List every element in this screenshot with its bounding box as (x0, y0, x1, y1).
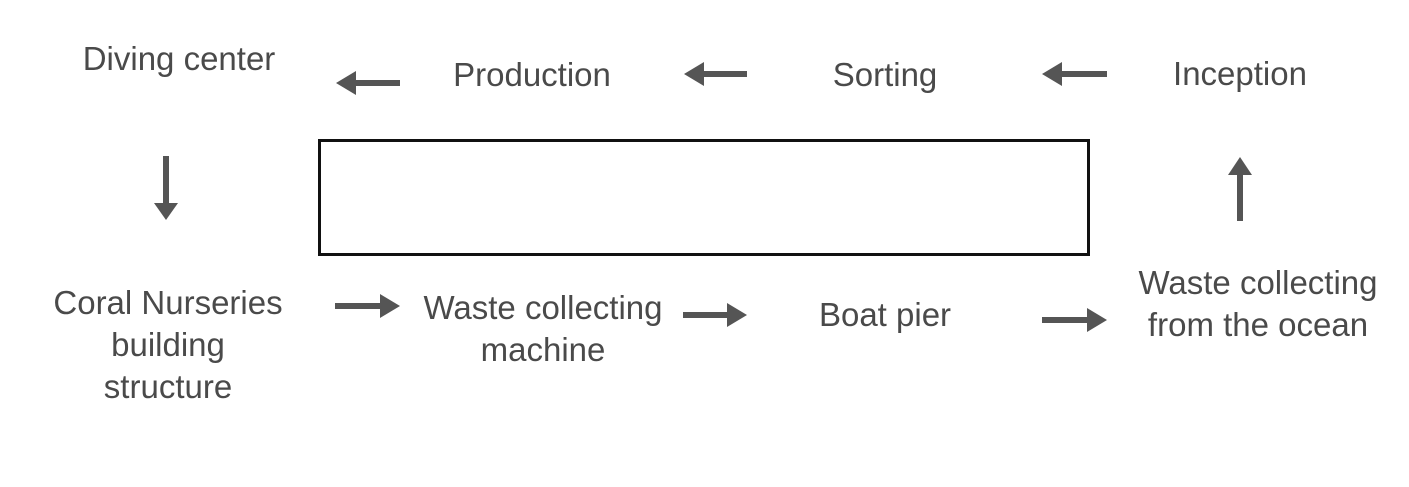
node-diving-center: Diving center (83, 38, 276, 80)
arrow-left-icon (336, 71, 400, 95)
node-label-line: building (111, 326, 225, 363)
arrow-up-icon (1228, 157, 1252, 221)
node-label-line: Diving center (82, 40, 276, 77)
node-label-line: Production (453, 56, 611, 93)
node-label-line: Waste collecting (423, 289, 663, 326)
node-label-line: Sorting (832, 56, 938, 93)
node-waste-collecting-ocean: Waste collecting from the ocean (1138, 262, 1377, 346)
node-boat-pier: Boat pier (819, 294, 951, 336)
arrow-right-icon (683, 303, 747, 327)
arrow-right-icon (335, 294, 400, 318)
node-label-line: structure (103, 368, 233, 405)
node-sorting: Sorting (833, 54, 938, 96)
arrow-down-icon (154, 156, 178, 220)
node-waste-collecting-machine: Waste collecting machine (423, 287, 662, 371)
node-production: Production (453, 54, 611, 96)
arrow-left-icon (684, 62, 747, 86)
node-label-line: from the ocean (1147, 306, 1369, 343)
node-label-line: Coral Nurseries (53, 284, 283, 321)
arrow-left-icon (1042, 62, 1107, 86)
center-box (318, 139, 1090, 256)
node-label-line: machine (480, 331, 606, 368)
node-label-line: Boat pier (818, 296, 952, 333)
node-label-line: Inception (1173, 55, 1307, 92)
node-coral-nurseries: Coral Nurseries building structure (53, 282, 282, 408)
arrow-right-icon (1042, 308, 1107, 332)
node-inception: Inception (1173, 53, 1307, 95)
node-label-line: Waste collecting (1138, 264, 1378, 301)
